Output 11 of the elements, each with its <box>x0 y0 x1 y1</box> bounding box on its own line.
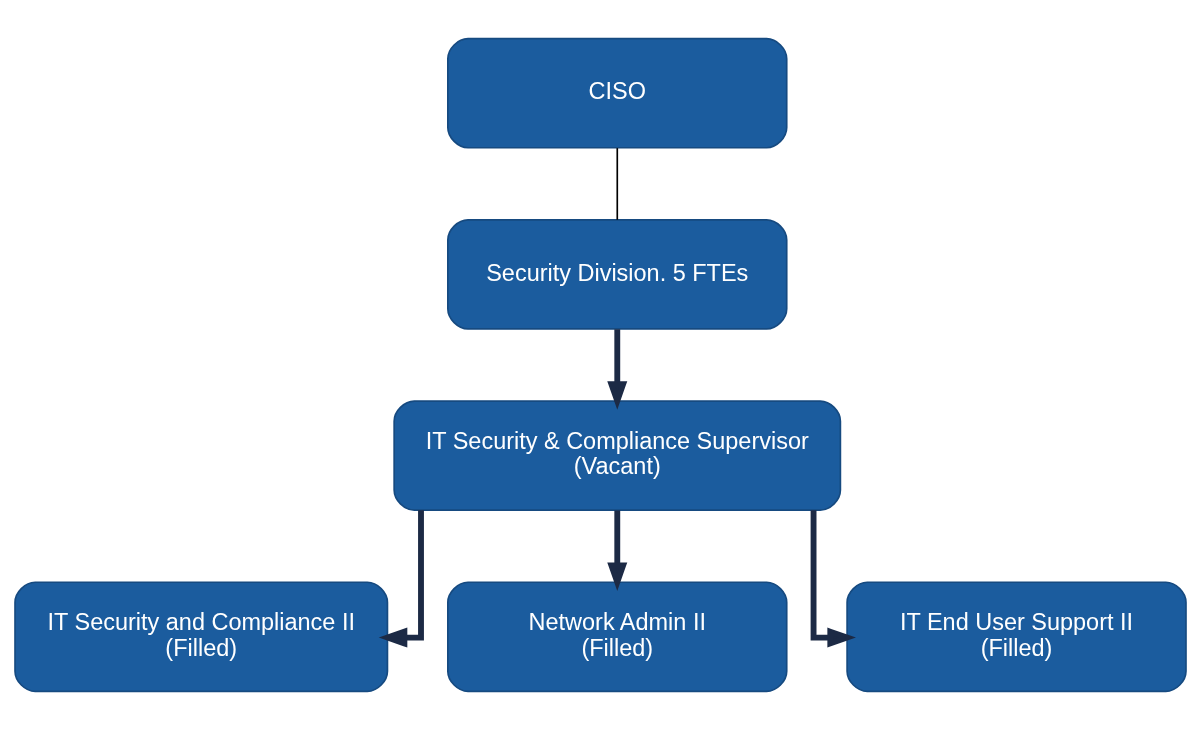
node-box: IT Security & Compliance Supervisor (Vacant) <box>393 400 842 511</box>
node-box: Security Division. 5 FTEs <box>447 219 788 330</box>
arrow <box>607 510 628 591</box>
node-box: CISO <box>447 37 788 149</box>
arrow <box>607 329 628 410</box>
node-box: Network Admin II (Filled) <box>447 581 788 693</box>
node-box: IT Security and Compliance II (Filled) <box>14 581 389 693</box>
connector <box>616 147 619 221</box>
arrow <box>810 510 856 648</box>
node-box: IT End User Support II (Filled) <box>846 581 1187 693</box>
arrow <box>378 510 424 648</box>
